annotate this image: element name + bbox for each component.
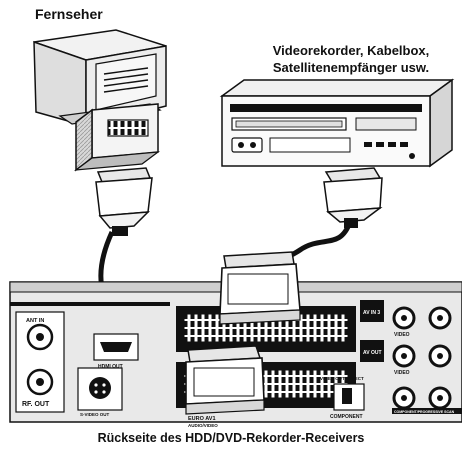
video-out-select-label: VIDEO OUT SELECT [320,376,364,381]
scart-plug-vcr [324,168,382,228]
av-in-label: AV IN 3 [363,310,380,316]
euro-av-sub-label: AUDIO/VIDEO [188,423,218,428]
vcr-illustration [222,80,452,166]
vcr-label-line-1: Videorekorder, Kabelbox, [248,42,454,59]
tv-illustration [34,30,166,170]
vcr-label-line-2: Satellitenempfänger usw. [248,59,454,76]
scart-plug-panel-bottom [186,346,264,414]
hdmi-out-label: HDMI OUT [98,364,123,370]
scart-plug-tv [96,168,152,236]
video-label-1: VIDEO [394,332,410,338]
euro-av-label: EURO AV1 [188,416,216,422]
rf-out-label: RF. OUT [22,401,50,408]
tv-label: Fernseher [35,6,103,22]
scart-plug-panel-top [220,252,300,324]
av-out-label: AV OUT [363,350,382,356]
video-label-2: VIDEO [394,370,410,376]
component-label: COMPONENT [330,414,363,420]
rgb-label: SC RGB [318,396,334,401]
ant-in-label: ANT IN [26,318,44,324]
vcr-label: Videorekorder, Kabelbox, Satellitenempfä… [248,42,454,76]
svideo-out-label: S-VIDEO OUT [80,412,110,417]
component-progressive-label: COMPONENT/PROGRESSIVE SCAN [394,410,455,414]
diagram-caption: Rückseite des HDD/DVD-Rekorder-Receivers [0,431,462,445]
